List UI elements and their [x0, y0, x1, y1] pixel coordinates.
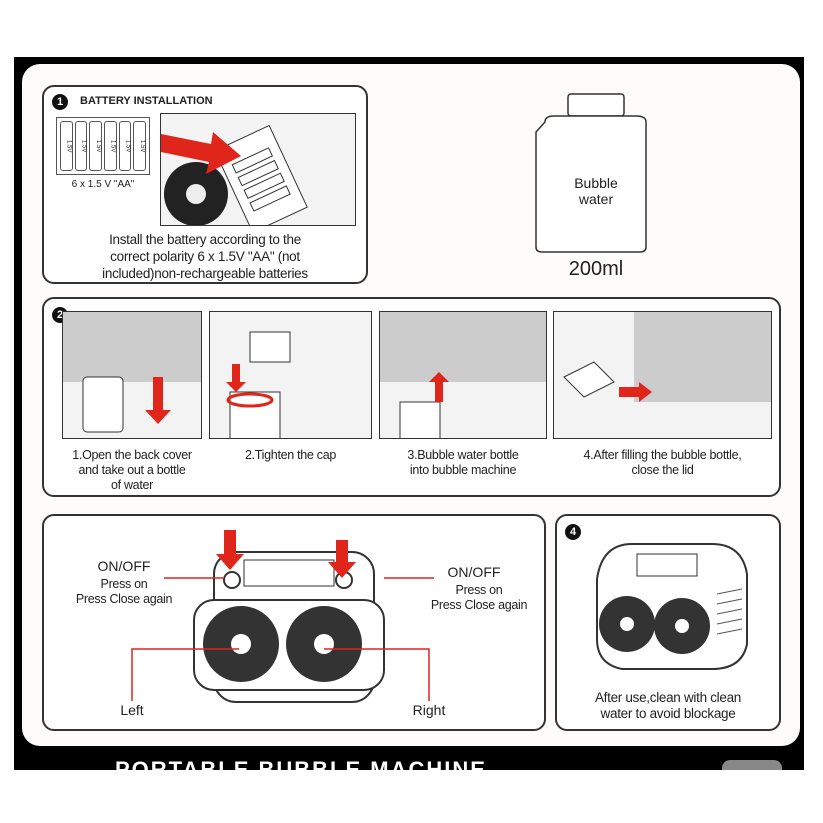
battery-cell: 1.5V — [104, 121, 117, 171]
battery-cell: 1.5V — [133, 121, 147, 171]
battery-cell: 1.5V — [89, 121, 103, 171]
left-fan-label: Left — [120, 702, 144, 718]
footer-title: PORTABLE BUBBLE MACHINE — [115, 757, 487, 770]
battery-pack: 1.5V 1.5V 1.5V 1.5V 1.5V 1.5V — [56, 117, 150, 175]
step1-title: BATTERY INSTALLATION — [80, 95, 213, 107]
step4-caption: After use,clean with clean water to avoi… — [594, 690, 742, 721]
battery-cell: 1.5V — [118, 121, 132, 171]
battery-compartment-image — [160, 113, 356, 226]
red-arrow-icon — [216, 530, 244, 570]
leader-lines — [131, 577, 434, 701]
footer-badge — [722, 760, 782, 770]
battery-cell: 1.5V — [74, 121, 88, 171]
step1-caption: Install the battery according to the cor… — [102, 232, 308, 281]
step2-panel: 2 1.Open the back cover and take out a b… — [42, 297, 781, 497]
step2-image-2 — [209, 311, 372, 439]
bubble-machine-angle-icon — [596, 543, 748, 670]
right-fan-label: Right — [412, 702, 446, 718]
left-switch-desc: Press on Press Close again — [75, 577, 173, 606]
right-switch-desc: Press on Press Close again — [430, 583, 528, 612]
step-number: 1 — [52, 94, 68, 110]
red-arrow-icon — [328, 540, 356, 578]
step2-caption-2: 2.Tighten the cap — [244, 448, 337, 462]
step2-image-1 — [62, 311, 202, 439]
bubble-machine-front-icon — [193, 530, 385, 703]
right-switch-label: ON/OFF — [447, 564, 501, 580]
battery-label: 6 x 1.5 V "AA" — [71, 179, 135, 190]
step2-image-4 — [553, 311, 772, 439]
battery-cell: 1.5V — [60, 121, 73, 171]
step2-caption-1: 1.Open the back cover and take out a bot… — [72, 448, 192, 492]
step3-panel: ON/OFF Press on Press Close again ON/OFF… — [42, 514, 546, 731]
bottle-label: Bubble water — [574, 175, 618, 207]
step2-caption-4: 4.After filling the bubble bottle, close… — [583, 448, 742, 477]
step-number: 4 — [565, 524, 581, 540]
bubble-water-bottle-icon — [535, 93, 647, 253]
bottle-volume: 200ml — [568, 258, 624, 280]
step2-caption-3: 3.Bubble water bottle into bubble machin… — [407, 448, 519, 477]
left-switch-label: ON/OFF — [97, 558, 151, 574]
red-arrow-icon — [161, 132, 241, 174]
step4-panel: 4 After use,clean with clean water to av… — [555, 514, 781, 731]
step1-panel: 1 BATTERY INSTALLATION 1.5V 1.5V 1.5V 1.… — [42, 85, 368, 284]
step2-image-3 — [379, 311, 547, 439]
